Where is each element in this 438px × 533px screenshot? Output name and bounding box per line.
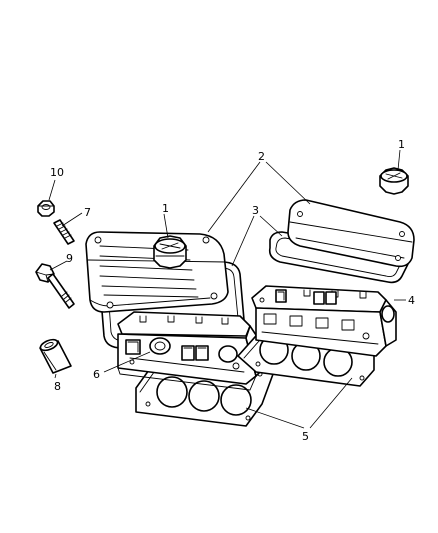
part-nut	[37, 200, 55, 217]
callout-1-left: 1	[162, 202, 169, 215]
part-spacer-sleeve	[39, 338, 72, 374]
callout-3: 3	[252, 204, 259, 217]
part-stud	[53, 219, 75, 245]
callout-10: 10	[50, 166, 64, 179]
callout-2: 2	[258, 150, 265, 163]
leader-lines	[48, 149, 406, 429]
callout-1-right: 1	[398, 138, 405, 151]
callout-5: 5	[302, 430, 309, 443]
part-valve-cover-right	[287, 199, 415, 268]
callout-8: 8	[54, 380, 61, 393]
callout-7: 7	[84, 206, 91, 219]
callout-9: 9	[66, 252, 73, 265]
part-bolt	[35, 263, 75, 309]
part-oil-filler-cap-right	[379, 167, 409, 195]
part-valve-cover-left	[85, 231, 229, 313]
callout-6: 6	[93, 368, 100, 381]
callout-labels: 1 1 2 3 4 5 6 7 8 9 10	[50, 138, 415, 443]
part-cylinder-head-right	[251, 285, 397, 357]
callout-4: 4	[408, 294, 415, 307]
part-cylinder-head-left	[117, 311, 265, 391]
